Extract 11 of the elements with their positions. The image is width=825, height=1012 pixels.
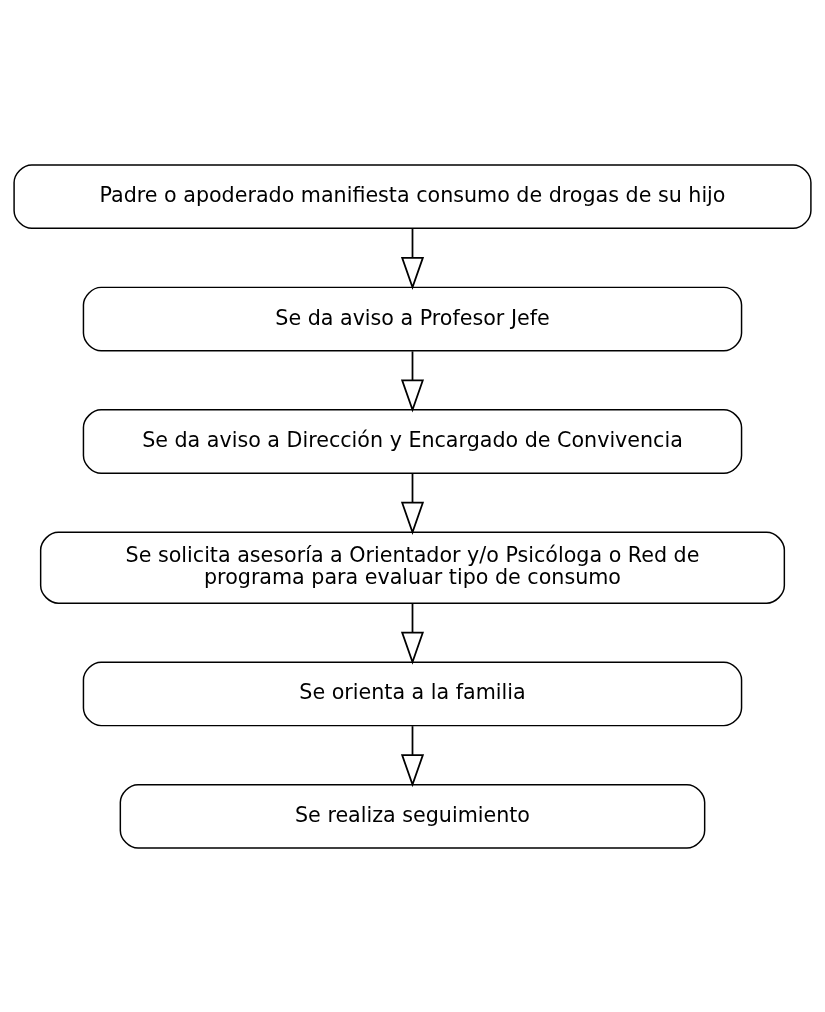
arrow	[400, 227, 425, 290]
node-box: Se orienta a la familia	[82, 660, 743, 726]
arrow	[400, 349, 425, 412]
arrow	[400, 602, 425, 665]
node-box: Se da aviso a Dirección y Encargado de Convivencia	[82, 408, 743, 474]
arrow	[400, 472, 425, 535]
arrow	[400, 724, 425, 787]
node-box: Padre o apoderado manifiesta consumo de drogas de su hijo	[13, 163, 812, 229]
node-box: Se solicita asesoría a Orientador y/o Psicóloga o Red de programa para evaluar tipo de consumo	[39, 531, 786, 604]
node-box: Se realiza seguimiento	[119, 783, 706, 849]
node-box: Se da aviso a Profesor Jefe	[82, 286, 743, 352]
